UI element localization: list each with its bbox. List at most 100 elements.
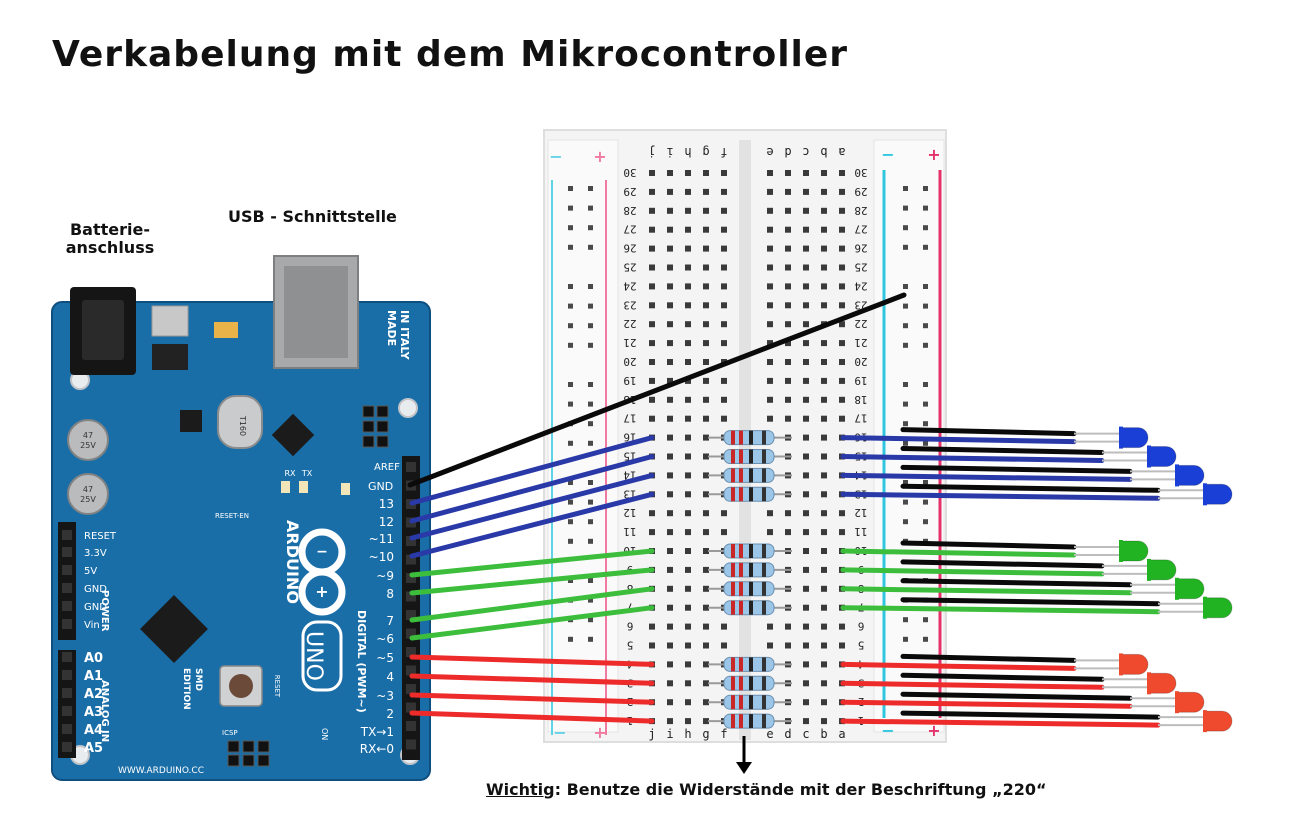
breadboard-hole (721, 170, 727, 176)
breadboard-hole (821, 207, 827, 214)
breadboard-hole (667, 623, 673, 630)
power-label: POWER (99, 590, 110, 632)
rail-hole (923, 186, 928, 191)
breadboard-hole (839, 264, 845, 271)
row-number-right: 21 (854, 336, 867, 349)
italy-label: IN ITALY (398, 310, 411, 361)
led-rim (1119, 653, 1123, 676)
board-outline (51, 301, 431, 781)
column-letter-top: g (702, 145, 709, 159)
breadboard-hole (667, 529, 673, 536)
led-wire-color (840, 491, 1161, 501)
row-number-right: 25 (854, 261, 867, 274)
row-number-right: 20 (854, 355, 867, 368)
led (1121, 653, 1149, 675)
breadboard-hole (839, 321, 845, 328)
breadboard-hole (703, 453, 709, 460)
row-number-left: 19 (623, 374, 636, 387)
breadboard-hole (767, 529, 773, 536)
breadboard-hole (667, 434, 673, 441)
rail-hole (903, 244, 908, 250)
power-header-hole (62, 547, 72, 557)
led-wire-color (840, 699, 1133, 709)
digital-header-hole (406, 610, 416, 620)
breadboard-hole (767, 245, 773, 252)
rail-hole (568, 323, 573, 329)
mounting-hole (398, 398, 418, 418)
rail-hole (568, 225, 573, 231)
digital-header-hole (406, 591, 416, 602)
battery-label-line2: anschluss (65, 238, 155, 257)
breadboard-hole (703, 359, 709, 365)
rail-hole (903, 186, 908, 191)
rail-hole (923, 519, 928, 525)
breadboard-hole (649, 396, 655, 403)
row-number-right: 12 (854, 506, 867, 519)
rail-hole (903, 323, 908, 329)
breadboard-hole (667, 642, 673, 649)
digital-pin-label: 4 (386, 670, 394, 684)
row-number-right: 11 (854, 525, 867, 538)
column-letter-top: c (802, 145, 809, 159)
led (1121, 540, 1149, 562)
breadboard-hole (803, 718, 809, 725)
resistor-band (749, 544, 753, 558)
rail-hole (568, 499, 573, 505)
breadboard-hole (685, 604, 691, 611)
regulator-body (152, 344, 188, 370)
breadboard-hole (685, 302, 691, 309)
icsp-pin-bottom (227, 754, 240, 767)
signal-wire (409, 654, 655, 667)
power-header-hole (62, 619, 72, 629)
icsp-pin-bottom (242, 740, 255, 753)
breadboard-hole (803, 491, 809, 498)
breadboard-hole (721, 377, 727, 384)
breadboard-hole (667, 566, 673, 573)
brand-label: ARDUINO (283, 520, 302, 604)
breadboard-hole (685, 396, 691, 403)
breadboard-hole (667, 188, 673, 195)
reset-label: RESET (273, 675, 281, 698)
icsp-label: ICSP (222, 729, 238, 737)
breadboard-hole (721, 283, 727, 290)
analog-header (58, 650, 76, 758)
breadboard-hole (703, 491, 709, 498)
resistor-band (739, 544, 743, 558)
breadboard-hole (703, 245, 709, 252)
breadboard-hole (703, 585, 709, 592)
column-letter-bottom: g (702, 727, 709, 741)
breadboard-hole (685, 661, 691, 668)
rail-hole (903, 480, 908, 485)
breadboard-hole (839, 302, 845, 309)
led-wire-color (840, 435, 1077, 445)
analog-pin-label: A5 (84, 741, 103, 756)
led-wire-color (840, 567, 1105, 577)
icsp-pin-bottom (257, 754, 270, 767)
website-label: WWW.ARDUINO.CC (118, 766, 204, 776)
breadboard-hole (649, 188, 655, 195)
breadboard-hole (785, 510, 791, 517)
rail-hole (568, 401, 573, 407)
rail-hole (568, 538, 573, 544)
breadboard-hole (821, 188, 827, 195)
rail-hole (903, 440, 908, 446)
icsp-pin-bottom (242, 754, 255, 767)
led-rim (1147, 445, 1151, 468)
icsp-pin-bottom (257, 740, 270, 753)
breadboard-hole (785, 245, 791, 252)
breadboard-hole (685, 226, 691, 233)
resistor-band (749, 581, 753, 596)
row-number-left: 12 (623, 506, 636, 519)
row-number-right: 6 (858, 620, 865, 633)
rail-sign: − (553, 723, 566, 742)
breadboard-hole (821, 661, 827, 668)
breadboard-hole (721, 623, 727, 630)
breadboard-hole (721, 510, 727, 517)
usb-interface-label: USB - Schnittstelle (228, 207, 397, 226)
breadboard-hole (667, 245, 673, 252)
breadboard-hole (685, 680, 691, 687)
led-wire-ground (900, 653, 1077, 663)
breadboard-hole (803, 226, 809, 233)
rail-hole (923, 244, 928, 250)
resistor-band (749, 562, 753, 577)
